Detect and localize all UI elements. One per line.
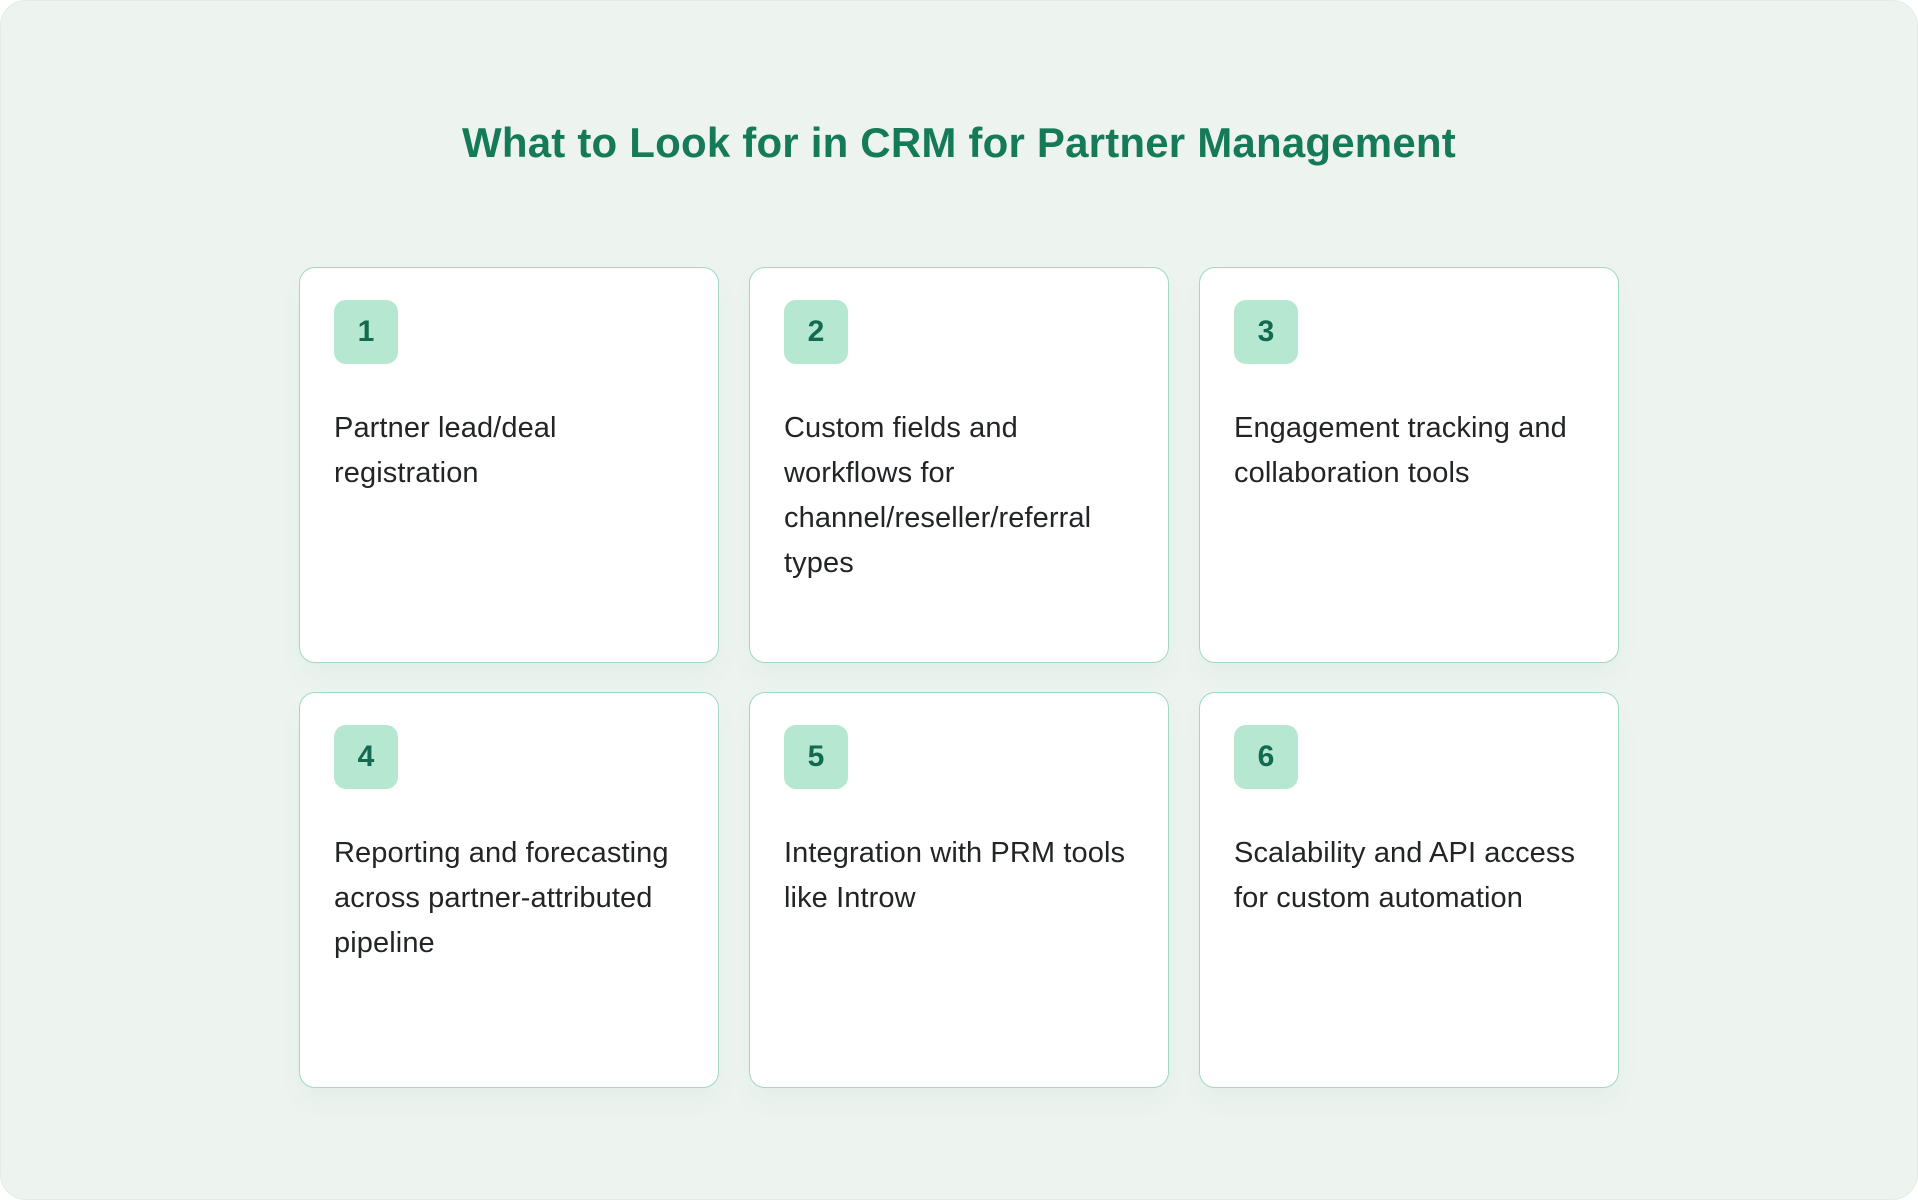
badge-number: 2: [807, 315, 825, 348]
badge-number: 6: [1257, 740, 1275, 773]
badge-number: 1: [357, 315, 375, 348]
cards-grid: 1 Partner lead/deal registration 2 Custo…: [299, 267, 1619, 1088]
card-text: Reporting and forecasting across partner…: [334, 837, 669, 959]
number-badge-5: 5: [784, 725, 848, 789]
card-text: Custom fields and workflows for channel/…: [784, 412, 1092, 579]
feature-card-2: 2 Custom fields and workflows for channe…: [749, 267, 1169, 663]
feature-card-6: 6 Scalability and API access for custom …: [1199, 692, 1619, 1088]
feature-card-4: 4 Reporting and forecasting across partn…: [299, 692, 719, 1088]
badge-number: 3: [1257, 315, 1275, 348]
card-text: Scalability and API access for custom au…: [1234, 837, 1576, 914]
badge-number: 4: [357, 740, 375, 773]
badge-number: 5: [807, 740, 825, 773]
feature-card-3: 3 Engagement tracking and collaboration …: [1199, 267, 1619, 663]
feature-card-5: 5 Integration with PRM tools like Introw: [749, 692, 1169, 1088]
number-badge-2: 2: [784, 300, 848, 364]
feature-card-1: 1 Partner lead/deal registration: [299, 267, 719, 663]
card-text: Engagement tracking and collaboration to…: [1234, 412, 1567, 489]
card-text: Partner lead/deal registration: [334, 412, 557, 489]
number-badge-3: 3: [1234, 300, 1298, 364]
number-badge-4: 4: [334, 725, 398, 789]
number-badge-6: 6: [1234, 725, 1298, 789]
page-title: What to Look for in CRM for Partner Mana…: [462, 119, 1456, 166]
card-text: Integration with PRM tools like Introw: [784, 837, 1126, 914]
number-badge-1: 1: [334, 300, 398, 364]
